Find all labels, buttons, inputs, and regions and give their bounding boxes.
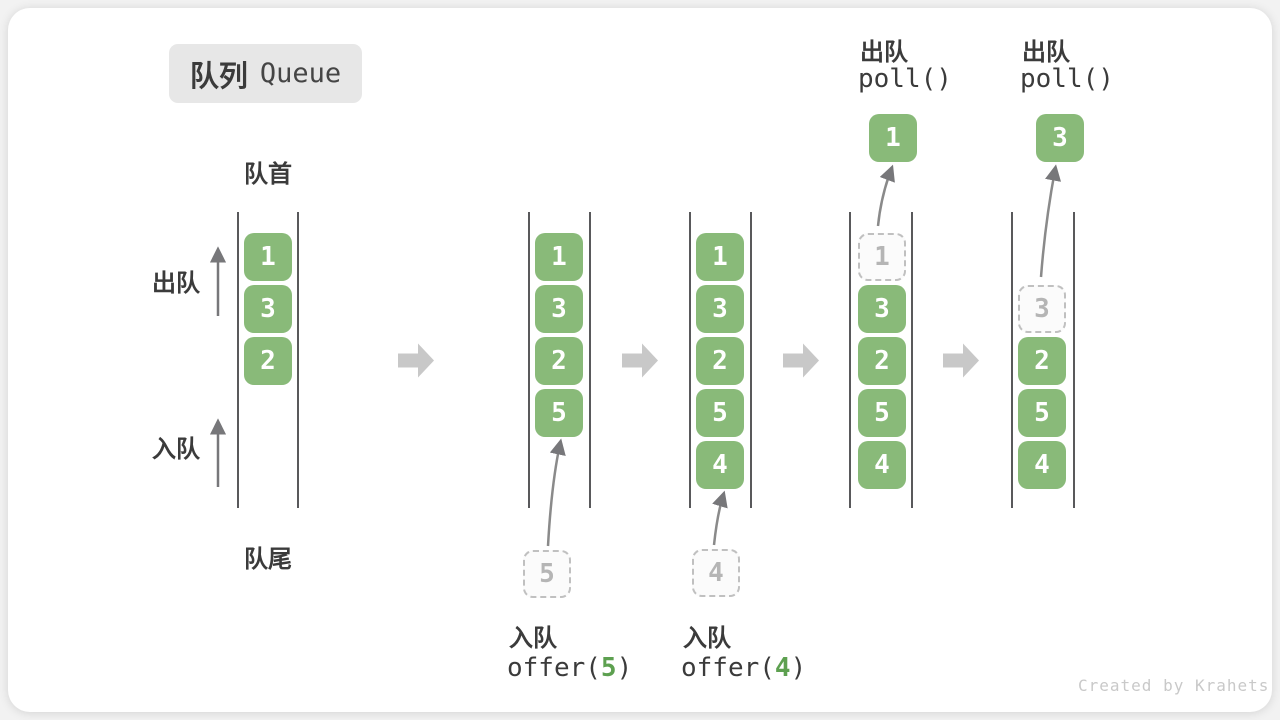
enqueue-op-label: 入队 — [683, 625, 731, 652]
queue-wall-left — [849, 212, 851, 508]
title-zh: 队列 — [189, 60, 248, 93]
queue-front-label: 队首 — [244, 161, 292, 188]
dequeue-op-label: 出队 — [1022, 39, 1070, 66]
queue-wall-left — [237, 212, 239, 508]
queue-rear-label: 队尾 — [244, 546, 292, 573]
code-text: ) — [616, 653, 633, 683]
enqueue-op-code: offer(4) — [681, 653, 806, 683]
queue-wall-left — [689, 212, 691, 508]
queue-cell: 5 — [1018, 389, 1066, 437]
watermark: Created by Krahets — [1078, 676, 1270, 695]
code-text: offer( — [507, 653, 601, 683]
queue-wall-left — [1011, 212, 1013, 508]
queue-wall-left — [528, 212, 530, 508]
queue-cell: 5 — [535, 389, 583, 437]
queue-wall-right — [750, 212, 752, 508]
enqueue-op-code: offer(5) — [507, 653, 632, 683]
polled-cell: 3 — [1036, 114, 1084, 162]
queue-cell: 1 — [244, 233, 292, 281]
code-text: offer( — [681, 653, 775, 683]
pending-cell: 4 — [692, 549, 740, 597]
code-arg: 5 — [600, 653, 617, 683]
code-arg: 4 — [774, 653, 791, 683]
queue-cell: 1 — [535, 233, 583, 281]
removed-cell: 3 — [1018, 285, 1066, 333]
queue-cell: 5 — [696, 389, 744, 437]
queue-wall-right — [1073, 212, 1075, 508]
queue-cell: 1 — [696, 233, 744, 281]
queue-wall-right — [297, 212, 299, 508]
dequeue-op-code: poll() — [858, 64, 952, 94]
queue-cell: 4 — [1018, 441, 1066, 489]
pending-cell: 5 — [523, 550, 571, 598]
queue-cell: 2 — [244, 337, 292, 385]
queue-cell: 2 — [1018, 337, 1066, 385]
queue-cell: 3 — [535, 285, 583, 333]
title-badge: 队列 Queue — [169, 44, 362, 103]
queue-cell: 5 — [858, 389, 906, 437]
enqueue-side-label: 入队 — [152, 436, 200, 463]
block-arrow-icon — [783, 343, 819, 378]
polled-cell: 1 — [869, 114, 917, 162]
queue-wall-right — [589, 212, 591, 508]
dequeue-op-code: poll() — [1020, 64, 1114, 94]
dequeue-op-label: 出队 — [860, 39, 908, 66]
queue-cell: 2 — [858, 337, 906, 385]
block-arrow-icon — [943, 343, 979, 378]
enqueue-op-label: 入队 — [509, 625, 557, 652]
queue-wall-right — [911, 212, 913, 508]
queue-cell: 3 — [696, 285, 744, 333]
dequeue-side-label: 出队 — [152, 270, 200, 297]
queue-cell: 4 — [858, 441, 906, 489]
block-arrow-icon — [398, 343, 434, 378]
queue-cell: 3 — [244, 285, 292, 333]
queue-cell: 3 — [858, 285, 906, 333]
removed-cell: 1 — [858, 233, 906, 281]
queue-cell: 4 — [696, 441, 744, 489]
block-arrow-icon — [622, 343, 658, 378]
queue-cell: 2 — [535, 337, 583, 385]
code-text: ) — [790, 653, 807, 683]
queue-cell: 2 — [696, 337, 744, 385]
title-en: Queue — [259, 58, 342, 89]
